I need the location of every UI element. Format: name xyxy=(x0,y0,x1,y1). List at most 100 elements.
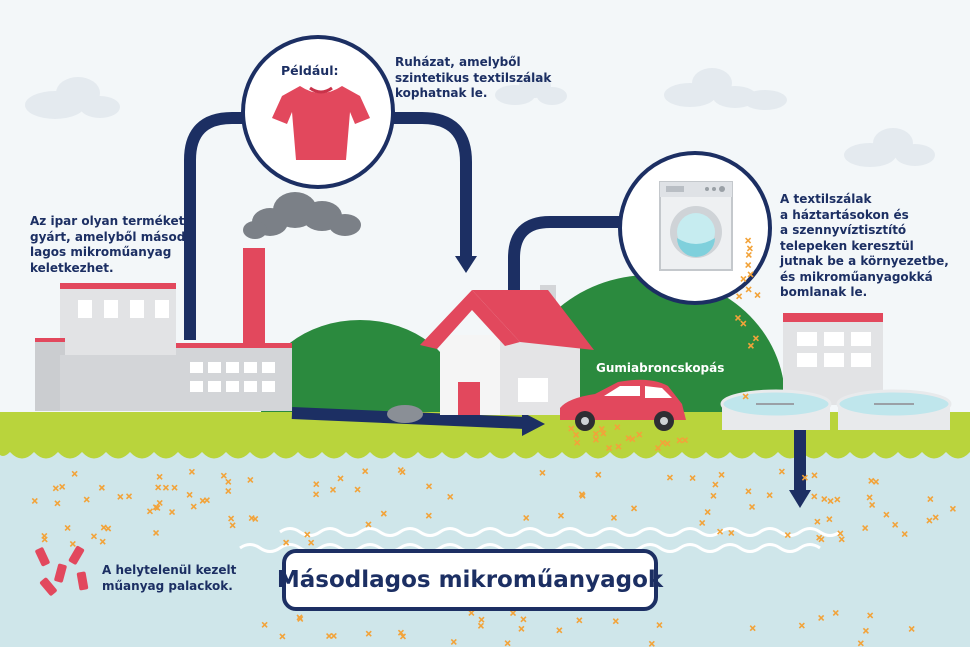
particle xyxy=(710,492,717,499)
particle xyxy=(399,633,407,640)
particle xyxy=(579,492,586,499)
washing-machine-icon xyxy=(659,181,733,271)
particle xyxy=(883,511,890,518)
particle xyxy=(615,443,622,450)
arrow-shirt-to-house xyxy=(380,112,472,258)
particle xyxy=(354,486,361,493)
particle xyxy=(600,430,607,437)
drain-icon xyxy=(387,405,423,423)
particle xyxy=(654,445,662,452)
page-title: Másodlagos mikroműanyagok xyxy=(276,567,664,593)
particle xyxy=(477,622,484,629)
particle xyxy=(297,615,304,623)
note-line: Ruházat, amelyből xyxy=(395,55,521,69)
particle xyxy=(504,640,511,647)
particle xyxy=(425,483,433,490)
particle xyxy=(188,468,195,475)
particle xyxy=(99,538,106,545)
particle xyxy=(752,335,759,342)
particle xyxy=(117,493,124,500)
particle xyxy=(523,514,530,522)
particle xyxy=(716,528,724,535)
particle xyxy=(168,508,176,516)
particle xyxy=(557,512,565,519)
particle xyxy=(612,618,619,625)
particle xyxy=(125,493,133,500)
note-line: lagos mikroműanyag xyxy=(30,245,172,259)
particle xyxy=(636,431,643,438)
note-line: a háztartásokon és xyxy=(780,207,909,222)
particle xyxy=(606,444,613,452)
particle xyxy=(229,522,236,529)
particle xyxy=(734,314,742,322)
note-line: A textilszálak xyxy=(780,192,872,206)
particle xyxy=(745,261,752,269)
particle xyxy=(52,485,59,492)
note-line: Az ipar olyan terméket xyxy=(30,214,185,228)
note-line: gyárt, amelyből másod- xyxy=(30,229,191,244)
factory-icon xyxy=(35,192,361,411)
particle xyxy=(740,320,747,327)
arrow-house-to-washer xyxy=(508,216,638,292)
cloud-icon xyxy=(25,77,120,119)
particle xyxy=(681,437,689,444)
particle xyxy=(509,609,517,617)
note-line: műanyag palackok. xyxy=(102,578,233,593)
particle xyxy=(676,437,683,444)
particle xyxy=(630,505,638,512)
particle xyxy=(447,493,454,500)
particle xyxy=(592,436,599,443)
particle xyxy=(326,632,333,640)
particle xyxy=(592,430,599,437)
particle xyxy=(468,609,475,616)
particle xyxy=(927,496,934,503)
particle xyxy=(595,471,602,478)
particle xyxy=(520,616,527,623)
particle xyxy=(365,630,372,637)
particle xyxy=(220,472,227,479)
particle xyxy=(59,483,66,490)
particle xyxy=(801,474,808,481)
particle xyxy=(380,510,387,517)
particle xyxy=(313,481,320,488)
particle xyxy=(766,492,773,499)
arrow-head-water xyxy=(789,490,811,508)
tshirt-icon xyxy=(272,86,370,160)
particle xyxy=(814,518,821,525)
particle xyxy=(866,494,873,501)
particle xyxy=(712,481,719,488)
particle xyxy=(146,508,154,515)
particle xyxy=(826,516,833,523)
particle xyxy=(656,621,663,629)
particle xyxy=(745,286,752,293)
particle xyxy=(83,496,90,503)
particle xyxy=(857,640,864,647)
particle xyxy=(872,478,880,485)
particle xyxy=(155,484,162,491)
particle xyxy=(664,440,671,447)
particle xyxy=(518,625,525,632)
tyre-label: Gumiabroncskopás xyxy=(596,361,725,375)
particle xyxy=(740,275,747,283)
particle xyxy=(747,342,754,349)
particle xyxy=(539,469,546,476)
particle xyxy=(778,468,785,475)
note-line: keletkezhet. xyxy=(30,260,114,275)
particle xyxy=(689,474,696,482)
cloud-icon xyxy=(844,128,935,167)
particle xyxy=(901,530,908,538)
particle xyxy=(648,640,655,647)
particle xyxy=(610,514,618,521)
particle xyxy=(152,529,160,536)
particle xyxy=(784,532,791,539)
particle xyxy=(749,625,756,632)
particle xyxy=(568,425,575,432)
particle xyxy=(31,497,38,504)
microplastic-particles xyxy=(31,237,956,647)
note-line: kophatnak le. xyxy=(395,86,488,100)
particle xyxy=(862,524,869,532)
